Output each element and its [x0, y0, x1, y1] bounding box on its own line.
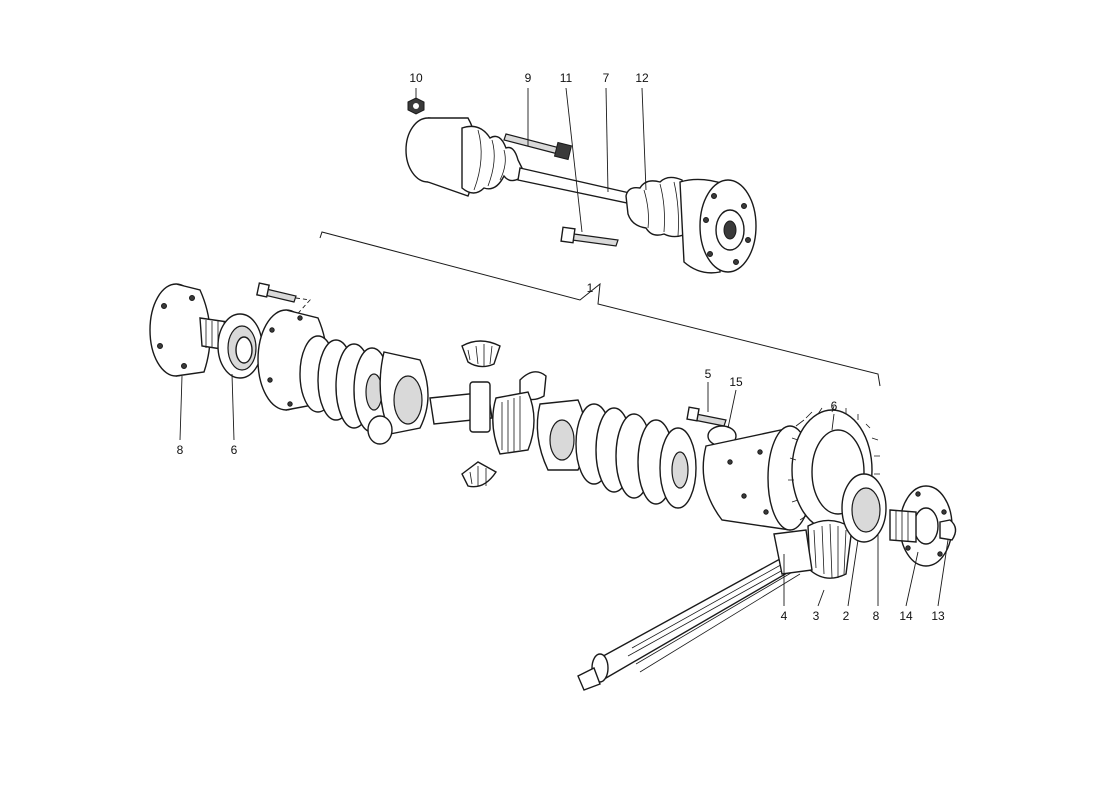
pinion-gear — [807, 519, 853, 579]
bolt-part-5 — [693, 413, 727, 427]
callout-9: 9 — [525, 71, 532, 85]
clutch-pack-left — [299, 335, 391, 433]
group-bracket — [319, 231, 881, 387]
drive-shaft-assembly — [405, 97, 757, 274]
callout-labels: 10 9 11 7 12 1 5 15 6 8 6 4 3 2 8 14 13 — [177, 71, 945, 623]
spider-pinion-top — [461, 340, 501, 368]
callout-3: 3 — [813, 609, 820, 623]
callout-8-left: 8 — [177, 443, 184, 457]
callout-2: 2 — [843, 609, 850, 623]
callout-7: 7 — [603, 71, 610, 85]
spider-pinion-bottom — [461, 461, 498, 488]
leader-lines — [179, 87, 949, 607]
bolt-part-11 — [571, 233, 619, 247]
callout-5: 5 — [705, 367, 712, 381]
callout-13: 13 — [931, 609, 945, 623]
callout-10: 10 — [409, 71, 423, 85]
callout-4: 4 — [781, 609, 788, 623]
clutch-pack-right — [575, 403, 697, 509]
nut-part-13 — [939, 519, 957, 541]
pinion-collar — [773, 529, 813, 575]
callout-8-right: 8 — [873, 609, 880, 623]
pinion-shaft — [595, 547, 807, 679]
callout-11: 11 — [560, 71, 573, 85]
callout-14: 14 — [899, 609, 913, 623]
spider-pinion-left — [367, 415, 393, 445]
callout-1: 1 — [587, 281, 594, 295]
side-gear-right — [492, 391, 535, 455]
axle-shaft — [517, 167, 635, 205]
cross-shaft-block — [469, 381, 491, 433]
callout-15: 15 — [729, 375, 743, 389]
callout-6-left: 6 — [231, 443, 238, 457]
callout-6-ring: 6 — [831, 399, 838, 413]
differential-assembly — [149, 282, 957, 691]
callout-12: 12 — [635, 71, 649, 85]
